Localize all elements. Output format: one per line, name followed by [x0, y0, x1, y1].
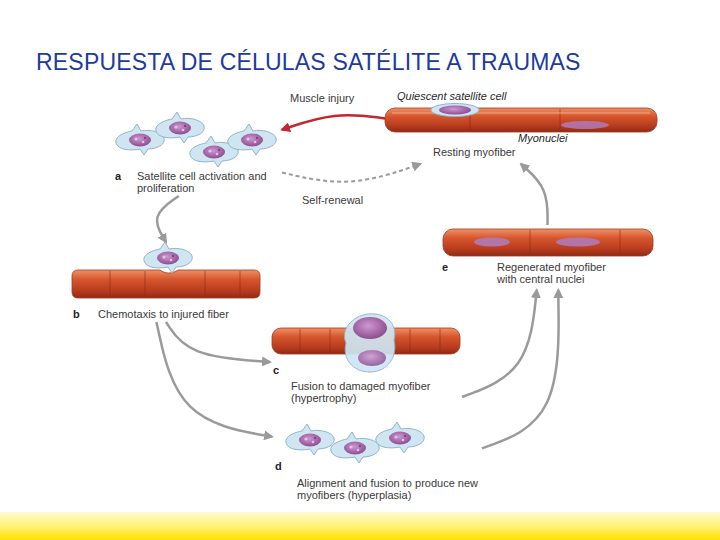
satellite-cell — [286, 424, 334, 455]
fiber-segment — [110, 271, 240, 297]
stage-caption: Alignment and fusion to produce new myof… — [297, 477, 479, 501]
central-nucleus — [556, 238, 600, 247]
stage-node: cFusion to damaged myofiber (hypertrophy… — [270, 312, 462, 412]
satellite-cell — [376, 422, 424, 453]
stage-node: dAlignment and fusion to produce new myo… — [272, 425, 482, 503]
step-letter: a — [115, 170, 129, 182]
stage-caption: Resting myofiber — [433, 146, 563, 158]
central-nucleus — [474, 238, 510, 247]
fiber-segment — [530, 230, 620, 255]
satellite-cell — [331, 432, 379, 463]
satellite-cell — [144, 242, 192, 273]
injury-arrow — [282, 115, 385, 129]
edge-label: Self-renewal — [302, 194, 363, 206]
step-letter: d — [275, 460, 289, 472]
stage-node: a Satellite cell activation and prolifera… — [110, 118, 282, 196]
cell-nucleus — [439, 106, 471, 115]
step-letter: c — [273, 364, 287, 376]
stage-node: Quiescent satellite cellMyonucleiResting… — [385, 88, 657, 164]
stage-node: b Chemotaxis to injured fiber — [70, 242, 262, 322]
process-arrow — [521, 164, 548, 225]
edge-label: Muscle injury — [290, 92, 354, 104]
myofiber — [385, 108, 657, 132]
satellite-cell — [228, 124, 276, 155]
satellite-cell — [156, 112, 204, 143]
myofiber — [72, 270, 260, 298]
self-renewal-arrow — [282, 164, 420, 182]
stage-caption: Chemotaxis to injured fiber — [98, 308, 260, 320]
stage-caption: Myonuclei — [518, 132, 598, 144]
stage-caption: Quiescent satellite cell — [397, 90, 557, 102]
fusing-cell — [344, 314, 394, 372]
stage-caption: Satellite cell activation and proliferat… — [137, 170, 277, 194]
myofiber — [443, 229, 653, 256]
footer-band — [0, 512, 720, 540]
step-letter: b — [73, 308, 87, 320]
myonucleus — [561, 121, 609, 129]
stage-caption: Regenerated myofiber with central nuclei — [497, 261, 627, 285]
process-arrow — [482, 290, 559, 448]
cell-nucleus — [353, 317, 387, 339]
process-arrow — [156, 322, 272, 437]
process-arrow — [166, 322, 270, 362]
process-arrow — [462, 290, 537, 397]
satellite-cell — [431, 104, 479, 117]
cell-nucleus — [358, 350, 386, 366]
slide-title: RESPUESTA DE CÉLULAS SATÉLITE A TRAUMAS — [36, 48, 581, 76]
stage-caption: Fusion to damaged myofiber (hypertrophy) — [291, 380, 461, 404]
fiber-highlight — [392, 112, 650, 114]
step-letter: e — [442, 261, 456, 273]
process-arrow — [157, 196, 179, 242]
stage-node: e Regenerated myofiber with central nucle… — [440, 225, 655, 290]
